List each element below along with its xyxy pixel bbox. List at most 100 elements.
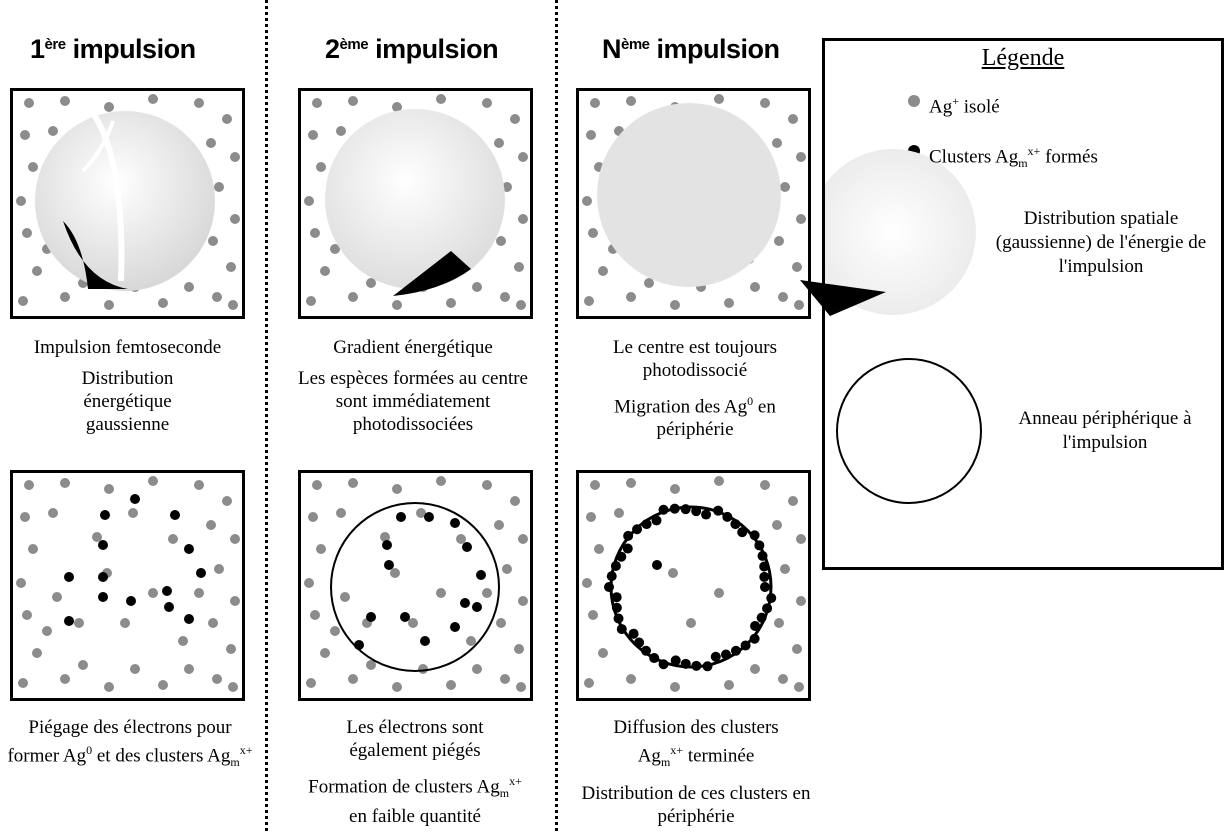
ag-cluster-dot xyxy=(670,655,681,666)
ag-ion-dot xyxy=(518,534,528,544)
ag-ion-dot xyxy=(584,678,594,688)
ag-ion-dot xyxy=(60,292,70,302)
ag-ion-dot xyxy=(214,564,224,574)
ag-cluster-dot xyxy=(462,542,472,552)
ag-ion-dot xyxy=(582,196,592,206)
caption-line: Les électrons sont également piégés xyxy=(346,717,484,761)
ag-ion-dot xyxy=(598,648,608,658)
ag-cluster-dot xyxy=(680,504,691,515)
column-separator-2 xyxy=(555,0,558,831)
ag-ion-dot xyxy=(178,636,188,646)
ag-ion-dot xyxy=(750,664,760,674)
ag-ion-dot xyxy=(392,682,402,692)
ag-ion-dot xyxy=(436,588,446,598)
ag-ion-dot xyxy=(482,588,492,598)
ag-cluster-dot xyxy=(762,603,773,614)
ag-ion-dot xyxy=(472,664,482,674)
ag-ion-dot xyxy=(128,508,138,518)
ag-ion-dot xyxy=(408,618,418,628)
ag-cluster-dot xyxy=(98,572,108,582)
ag-cluster-dot xyxy=(740,640,751,651)
ag-ion-dot xyxy=(590,98,600,108)
heading-pulse-n: Nème impulsion xyxy=(602,34,780,64)
caption-pulse-1-bottom: Piégage des électrons pour former Ag0 et… xyxy=(4,716,256,782)
ag-ion-dot xyxy=(148,588,158,598)
ag-cluster-dot xyxy=(354,640,364,650)
panel-drawing xyxy=(582,476,806,692)
ag-ion-dot xyxy=(330,244,340,254)
ag-ion-dot xyxy=(482,98,492,108)
ag-ion-dot xyxy=(208,618,218,628)
ag-ion-dot xyxy=(760,98,770,108)
ag-ion-dot xyxy=(316,544,326,554)
ag-ion-dot xyxy=(502,182,512,192)
ag-cluster-dot xyxy=(737,527,748,538)
ag-ion-dot xyxy=(510,114,520,124)
ag-ion-dot xyxy=(510,496,520,506)
ag-ion-dot xyxy=(28,544,38,554)
ag-cluster-dot xyxy=(722,511,733,522)
ag-ion-dot xyxy=(780,564,790,574)
legend-ion-dot xyxy=(908,95,920,107)
ag-ion-dot xyxy=(686,618,696,628)
ag-ion-dot xyxy=(104,682,114,692)
ag-ion-dot xyxy=(670,682,680,692)
ag-ion-dot xyxy=(104,484,114,494)
ag-ion-dot xyxy=(796,596,806,606)
ag-ion-dot xyxy=(336,508,346,518)
ag-ion-dot xyxy=(774,236,784,246)
ag-ion-dot xyxy=(496,236,506,246)
ag-cluster-dot xyxy=(606,571,617,582)
panel-pulse-1-energy xyxy=(10,88,245,319)
ag-cluster-dot xyxy=(760,582,770,592)
ag-ion-dot xyxy=(22,610,32,620)
ag-ion-dot xyxy=(212,292,222,302)
ag-ion-dot xyxy=(340,592,350,602)
caption-line: Migration des Ag0 en périphérie xyxy=(614,394,776,441)
ag-ion-dot xyxy=(590,480,600,490)
ag-ion-dot xyxy=(308,512,318,522)
ag-ion-dot xyxy=(796,152,806,162)
ag-cluster-dot xyxy=(611,592,622,603)
ag-cluster-dot xyxy=(450,622,460,632)
ag-ion-dot xyxy=(796,214,806,224)
ag-ion-dot xyxy=(516,300,526,310)
ag-ion-dot xyxy=(194,588,204,598)
ag-cluster-dot xyxy=(658,504,669,515)
ag-ion-dot xyxy=(312,480,322,490)
ag-ion-dot xyxy=(518,214,528,224)
legend-graphics xyxy=(825,95,982,504)
ag-ion-dot xyxy=(418,664,428,674)
ag-ion-dot xyxy=(214,182,224,192)
ag-ion-dot xyxy=(348,674,358,684)
ag-ion-dot xyxy=(494,520,504,530)
ag-cluster-dot xyxy=(691,660,702,671)
ag-ion-dot xyxy=(788,114,798,124)
ag-ion-dot xyxy=(168,534,178,544)
ag-ion-dot xyxy=(304,196,314,206)
ag-ion-dot xyxy=(348,292,358,302)
caption-line: Les espèces formées au centre sont imméd… xyxy=(298,368,528,435)
ag-ion-dot xyxy=(130,664,140,674)
ag-cluster-dot xyxy=(472,602,482,612)
ag-ion-dot xyxy=(594,544,604,554)
ag-ion-dot xyxy=(16,578,26,588)
ag-ion-dot xyxy=(42,626,52,636)
panel-drawing xyxy=(304,94,528,310)
ag-ion-dot xyxy=(588,610,598,620)
ag-cluster-dot xyxy=(754,540,765,551)
caption-line: Piégage des électrons pour former Ag0 et… xyxy=(7,717,253,770)
ag-cluster-dot xyxy=(628,628,639,639)
ag-cluster-dot xyxy=(98,540,108,550)
ag-ion-dot xyxy=(792,262,802,272)
ag-ion-dot xyxy=(626,674,636,684)
ag-cluster-dot xyxy=(184,614,194,624)
ag-ion-dot xyxy=(500,292,510,302)
caption-pulse-n-bottom: Diffusion des clusters Agmx+ terminée Di… xyxy=(562,716,830,836)
ag-cluster-dot xyxy=(623,530,634,541)
ag-ion-dot xyxy=(390,568,400,578)
pulse-energy-disk xyxy=(597,103,781,287)
ag-ion-dot xyxy=(52,592,62,602)
ag-cluster-dot xyxy=(691,506,702,517)
legend-ring xyxy=(836,358,982,504)
